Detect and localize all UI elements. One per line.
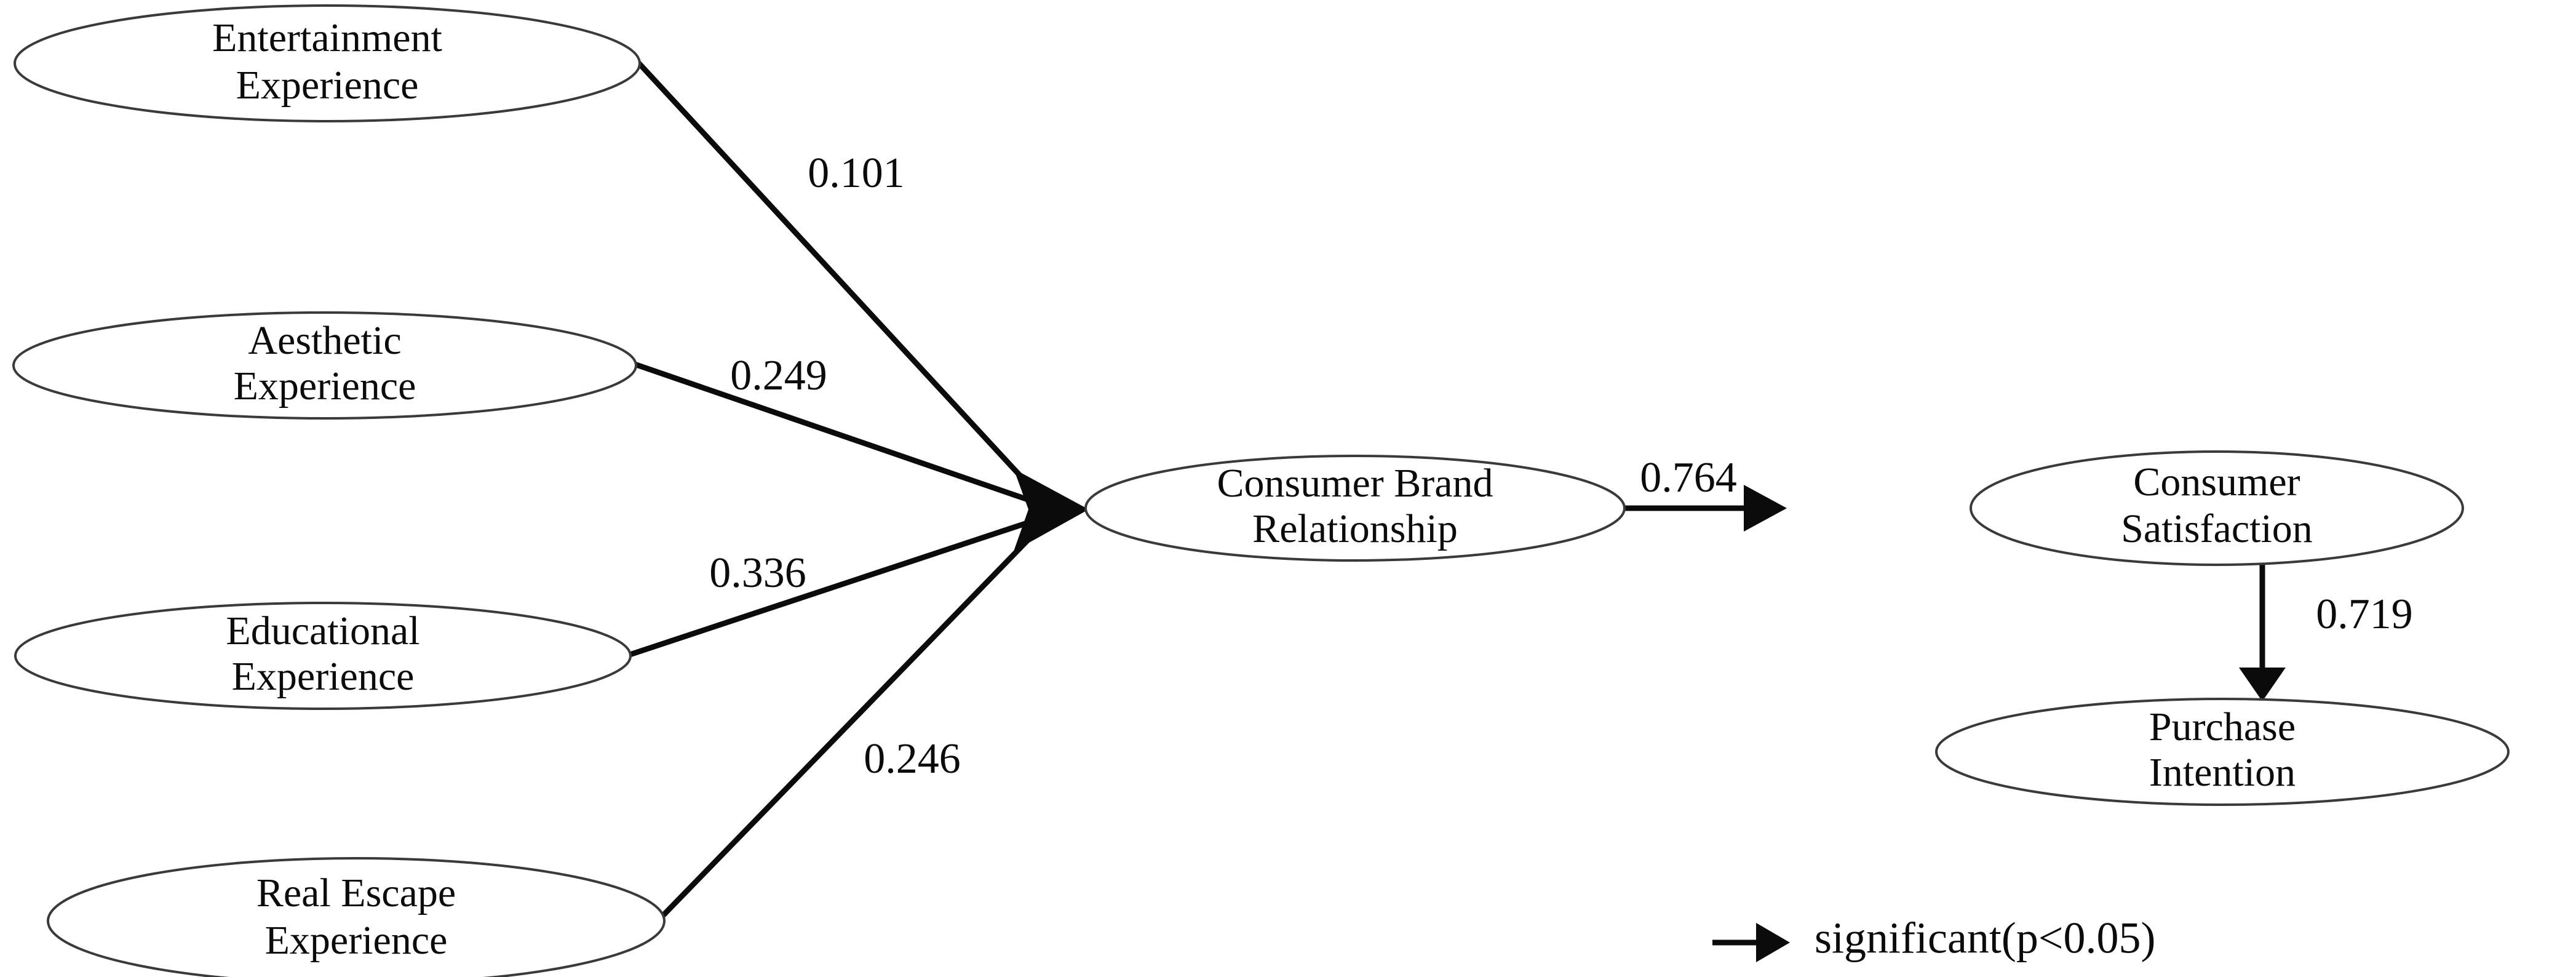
legend-arrow-icon: [1756, 923, 1790, 962]
edge-cbr-to-satisfaction: [1624, 485, 1787, 532]
node-ellipse-aesthetic: [12, 311, 637, 420]
arrowhead-into-purchase: [2239, 668, 2286, 701]
node-label-purchase-line1: Purchase: [2149, 704, 2296, 749]
node-label-educational-line1: Educational: [226, 608, 419, 653]
edge-educational-to-cbr: [629, 514, 1047, 658]
node-label-satisfaction-line2: Satisfaction: [2121, 506, 2313, 551]
edge-entertainment-to-cbr: [636, 60, 1048, 506]
node-label-cbr-line2: Relationship: [1252, 506, 1458, 551]
node-label-purchase-line2: Intention: [2149, 750, 2296, 795]
node-ellipse-cbr: [1084, 455, 1626, 562]
node-label-real-escape-line1: Real Escape: [256, 871, 456, 915]
node-ellipse-entertainment: [14, 4, 641, 122]
node-ellipse-consumer-satisfaction: [1970, 450, 2464, 566]
arrowhead-into-cbr: [1014, 469, 1089, 551]
edge-label-entertainment-to-cbr: 0.101: [808, 150, 905, 197]
node-entertainment-experience[interactable]: Entertainment Experience: [14, 4, 641, 122]
node-aesthetic-experience[interactable]: Aesthetic Experience: [12, 311, 637, 420]
edge-label-educational-to-cbr: 0.336: [709, 549, 806, 597]
node-educational-experience[interactable]: Educational Experience: [14, 602, 632, 710]
node-label-cbr-line1: Consumer Brand: [1217, 461, 1493, 506]
node-label-entertainment-line1: Entertainment: [212, 15, 442, 60]
node-consumer-brand-relationship[interactable]: Consumer Brand Relationship: [1084, 455, 1626, 562]
edge-aesthetic-to-cbr: [634, 361, 1047, 509]
legend-label-significant: significant(p<0.05): [1815, 914, 2155, 963]
node-label-satisfaction-line1: Consumer: [2133, 460, 2300, 504]
node-label-educational-line2: Experience: [232, 654, 415, 699]
edge-satisfaction-to-purchase: [2239, 559, 2286, 701]
node-ellipse-educational: [14, 602, 632, 710]
node-label-entertainment-line2: Experience: [236, 63, 419, 108]
node-consumer-satisfaction[interactable]: Consumer Satisfaction: [1970, 450, 2464, 566]
legend: significant(p<0.05): [1712, 914, 2155, 963]
node-label-aesthetic-line1: Aesthetic: [248, 318, 401, 363]
edge-label-aesthetic-to-cbr: 0.249: [730, 352, 827, 399]
node-real-escape-experience[interactable]: Real Escape Experience: [47, 857, 666, 977]
node-ellipse-real-escape: [47, 857, 666, 977]
edge-label-cbr-to-satisfaction: 0.764: [1640, 454, 1737, 501]
node-label-aesthetic-line2: Experience: [234, 364, 416, 409]
node-ellipse-purchase-intention: [1935, 698, 2510, 806]
node-label-real-escape-line2: Experience: [265, 918, 448, 963]
edge-real-escape-to-cbr: [659, 519, 1048, 919]
edge-label-satisfaction-to-purchase: 0.719: [2316, 591, 2413, 638]
arrowhead-into-satisfaction: [1744, 485, 1787, 532]
edge-label-real-escape-to-cbr: 0.246: [864, 735, 961, 783]
node-purchase-intention[interactable]: Purchase Intention: [1935, 698, 2510, 806]
edge-lines: [629, 60, 1048, 919]
